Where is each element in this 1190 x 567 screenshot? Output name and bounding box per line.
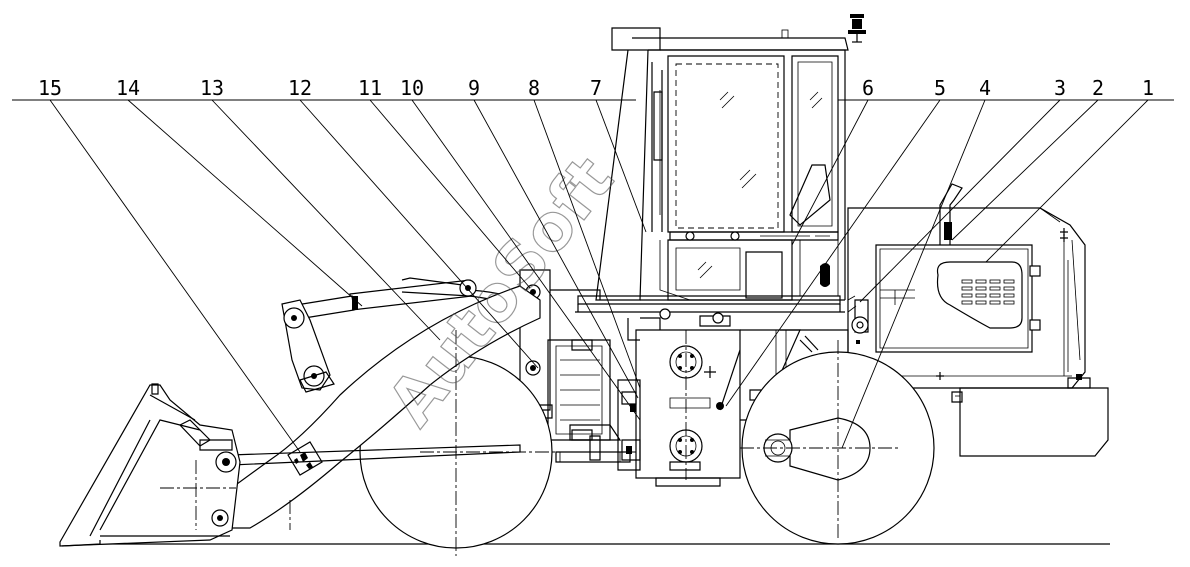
callout-5: 5 xyxy=(934,76,946,100)
callout-6: 6 xyxy=(862,76,874,100)
beacon-light xyxy=(848,14,866,43)
callout-3: 3 xyxy=(1054,76,1066,100)
callout-2: 2 xyxy=(1092,76,1104,100)
callout-12: 12 xyxy=(288,76,312,100)
callout-4: 4 xyxy=(979,76,991,100)
callout-14: 14 xyxy=(116,76,140,100)
callout-7: 7 xyxy=(590,76,602,100)
counterweight xyxy=(951,387,1109,457)
callout-9: 9 xyxy=(468,76,480,100)
lift-arm xyxy=(214,277,541,529)
callout-10: 10 xyxy=(400,76,424,100)
callout-11: 11 xyxy=(358,76,382,100)
callout-leaders xyxy=(12,99,1174,453)
callout-13: 13 xyxy=(200,76,224,100)
center-lines xyxy=(160,330,900,556)
callout-labels: 1 2 3 4 5 6 7 8 9 10 11 12 13 14 15 xyxy=(38,76,1154,100)
callout-1: 1 xyxy=(1142,76,1154,100)
cab xyxy=(575,14,866,313)
callout-8: 8 xyxy=(528,76,540,100)
grille-slots xyxy=(961,279,1015,305)
bucket xyxy=(59,383,241,547)
callout-15: 15 xyxy=(38,76,62,100)
engine-hood xyxy=(847,183,1091,389)
